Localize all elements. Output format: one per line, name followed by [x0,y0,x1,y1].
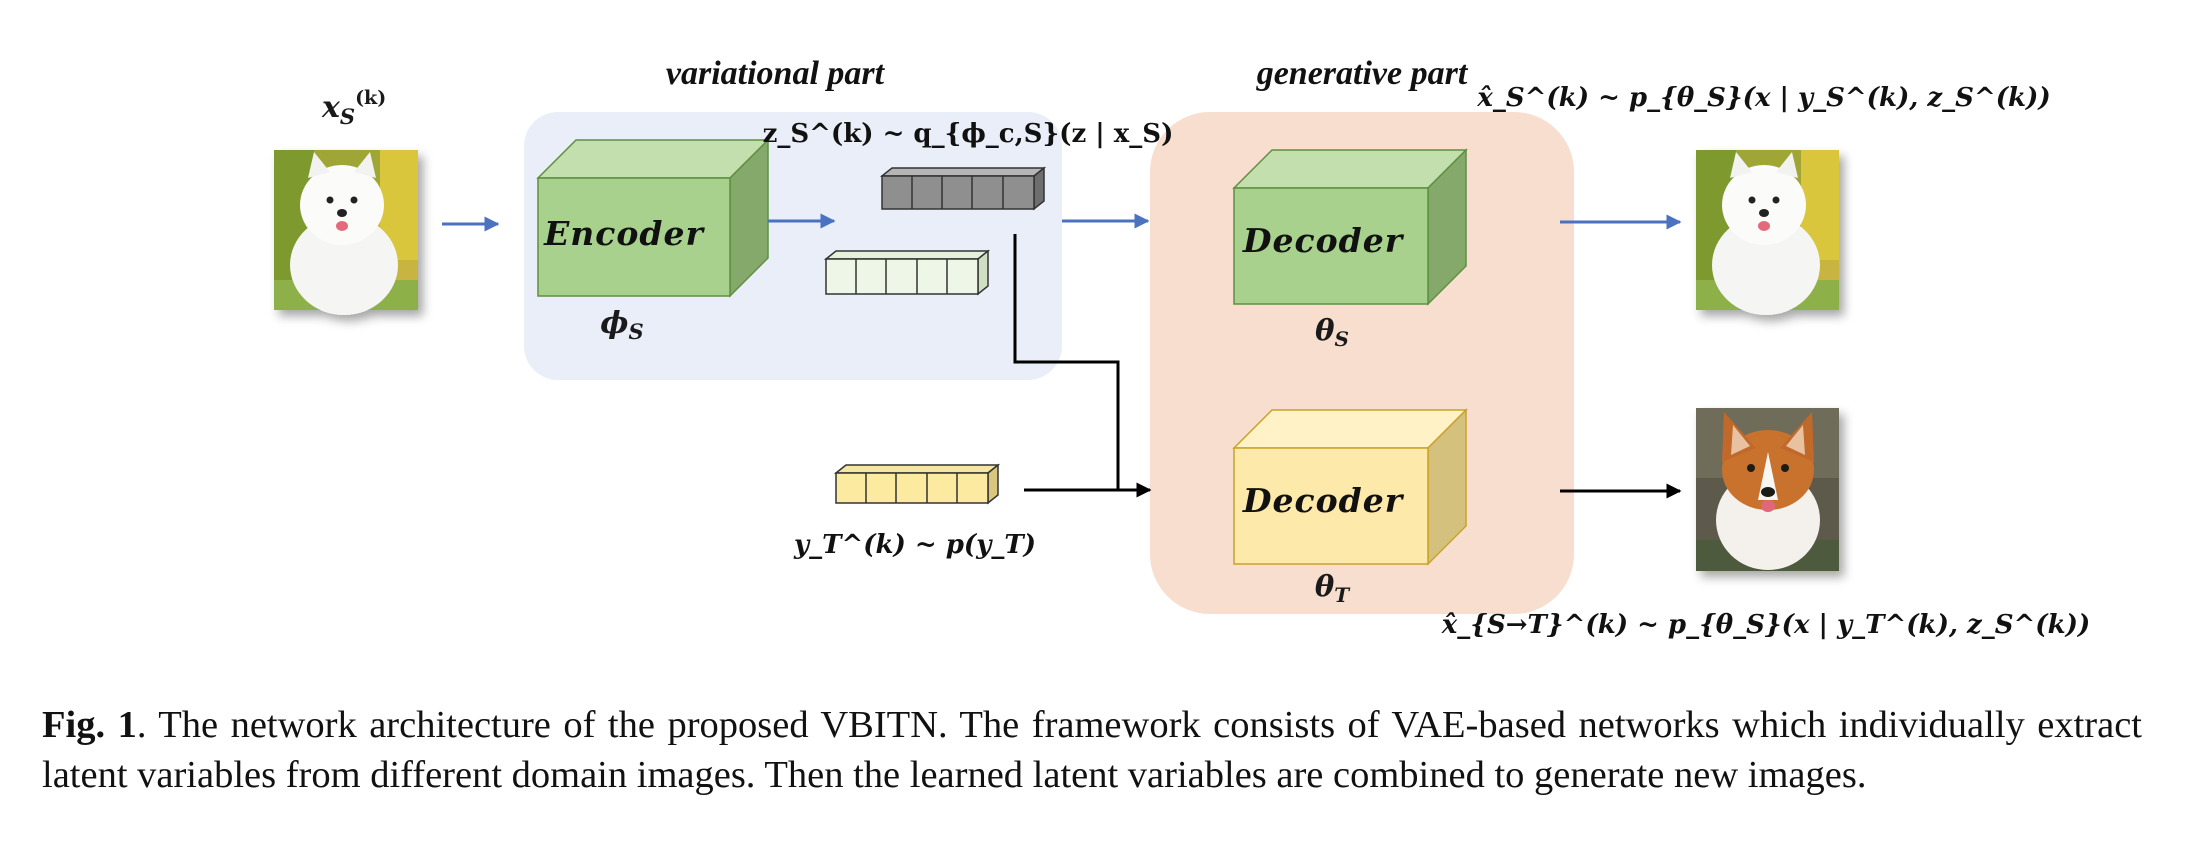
figure-number: Fig. 1 [42,704,137,746]
latent-yt-vector [833,463,1001,505]
figure-caption: Fig. 1. The network architecture of the … [42,700,2142,800]
transfer-image [1696,408,1839,571]
input-image [274,150,418,315]
latent-z-vector [879,166,1047,211]
encoder-block: Encoder [536,138,770,298]
decoder-s-param-label: θS [1315,313,1349,351]
arrow-latent-z-to-decoder-t [1013,234,1152,498]
generative-part-title: generative part [1256,55,1469,92]
decoder-s-label: Decoder [1242,221,1405,260]
decoder-s-block: Decoder [1232,148,1468,306]
caption-text: . The network architecture of the propos… [42,704,2142,796]
decoder-t-label: Decoder [1242,481,1405,520]
transfer-label: x̂_{S→T}^(k) ~ p_{θ_S}(x | y_T^(k), z_S^… [1441,610,2090,640]
latent-z-label: z_S^(k) ~ q_{ϕ_c,S}(z | x_S) [763,119,1174,149]
variational-part-title: variational part [666,55,886,92]
encoder-label: Encoder [543,214,705,253]
input-label: xS(k) [321,87,386,129]
reconstruction-label: x̂_S^(k) ~ p_{θ_S}(x | y_S^(k), z_S^(k)) [1476,83,2050,113]
architecture-diagram: variational part generative part xS(k) E… [274,55,2090,640]
latent-ys-vector [823,249,991,296]
encoder-param-label: ϕS [600,306,643,344]
reconstruction-image [1696,150,1839,315]
latent-yt-label: y_T^(k) ~ p(y_T) [793,530,1036,560]
decoder-t-param-label: θT [1315,569,1351,607]
decoder-t-block: Decoder [1232,408,1468,566]
